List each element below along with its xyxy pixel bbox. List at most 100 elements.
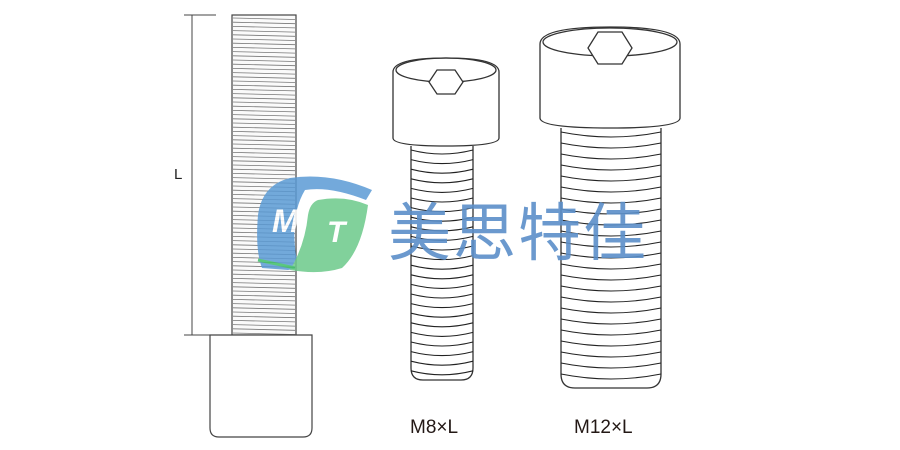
thread-line: [232, 55, 296, 58]
thread-line: [232, 89, 296, 92]
dimension-label: L: [174, 166, 183, 183]
thread-line: [410, 370, 474, 376]
thread-line: [410, 341, 474, 347]
thread-line: [560, 296, 662, 303]
thread-line: [560, 186, 662, 193]
thread-line: [232, 38, 296, 41]
thread-line: [232, 101, 296, 104]
thread-line: [232, 299, 296, 302]
thread-line: [232, 30, 296, 33]
thread-line: [410, 351, 474, 357]
thread-line: [560, 241, 662, 248]
side-screw-with-dimension: [184, 14, 313, 438]
thread-line: [560, 307, 662, 314]
thread-line: [410, 159, 474, 165]
thread-line: [232, 26, 296, 29]
thread-line: [232, 307, 296, 310]
thread-line: [232, 143, 296, 146]
thread-line: [560, 318, 662, 325]
thread-line: [232, 110, 296, 113]
hex-socket-icon: [428, 69, 464, 95]
thread-line: [232, 311, 296, 314]
thread-line: [232, 21, 296, 25]
thread-line: [232, 290, 296, 293]
thread-line: [560, 263, 662, 270]
thread-line: [232, 173, 296, 176]
m12-label: M12×L: [574, 417, 633, 438]
thread-line: [560, 131, 662, 138]
thread-line: [410, 207, 474, 213]
thread-line: [560, 153, 662, 160]
thread-line: [410, 226, 474, 232]
thread-line: [410, 274, 474, 280]
thread-line: [560, 274, 662, 281]
thread-line: [232, 84, 296, 88]
watermark-text: 美思特佳: [388, 197, 648, 270]
m8-screw: [392, 57, 500, 381]
m12-screw: [539, 26, 681, 389]
thread-line: [560, 329, 662, 336]
thread-line: [232, 320, 296, 323]
thread-line: [560, 164, 662, 171]
thread-line: [232, 51, 296, 54]
thread-line: [232, 76, 296, 79]
thread-line: [410, 178, 474, 184]
thread-line: [232, 328, 296, 331]
thread-line: [410, 303, 474, 309]
thread-line: [560, 230, 662, 237]
m8-label: M8×L: [410, 417, 459, 438]
thread-line: [232, 114, 296, 117]
thread-line: [410, 149, 474, 155]
thread-line: [232, 34, 296, 37]
thread-line: [410, 264, 474, 270]
screw-head: [209, 334, 313, 438]
thread-line: [232, 315, 296, 319]
thread-line: [410, 312, 474, 318]
thread-line: [410, 283, 474, 289]
thread-line: [232, 135, 296, 138]
thread-line: [232, 286, 296, 289]
thread-line: [232, 147, 296, 151]
thread-line: [232, 156, 296, 159]
thread-line: [560, 197, 662, 204]
thread-line: [410, 216, 474, 222]
thread-line: [232, 273, 296, 277]
thread-line: [232, 164, 296, 167]
thread-line: [232, 63, 296, 67]
thread-line: [560, 175, 662, 182]
thread-line: [232, 168, 296, 172]
thread-line: [410, 293, 474, 299]
thread-line: [560, 362, 662, 369]
thread-line: [410, 322, 474, 328]
thread-line: [232, 59, 296, 62]
thread-line: [560, 285, 662, 292]
thread-line: [232, 324, 296, 327]
thread-line: [410, 331, 474, 337]
thread-line: [232, 97, 296, 100]
thread-line: [410, 168, 474, 174]
thread-line: [232, 105, 296, 109]
thread-line: [560, 219, 662, 226]
hex-socket-icon: [587, 31, 633, 65]
thread-line: [410, 235, 474, 241]
thread-line: [410, 197, 474, 203]
svg-text:T: T: [327, 216, 348, 249]
thread-line: [560, 373, 662, 380]
thread-line: [410, 255, 474, 261]
thread-line: [232, 17, 296, 20]
thread-line: [232, 42, 296, 46]
thread-line: [232, 160, 296, 163]
mst-logo: M T: [257, 176, 372, 273]
thread-line: [410, 245, 474, 251]
thread-line: [232, 80, 296, 83]
thread-line: [232, 93, 296, 96]
thread-line: [410, 187, 474, 193]
thread-line: [232, 131, 296, 134]
thread-line: [232, 152, 296, 155]
thread-line: [560, 351, 662, 358]
thread-line: [232, 269, 296, 272]
svg-text:M: M: [272, 203, 300, 239]
thread-line: [232, 47, 296, 50]
thread-line: [232, 126, 296, 130]
